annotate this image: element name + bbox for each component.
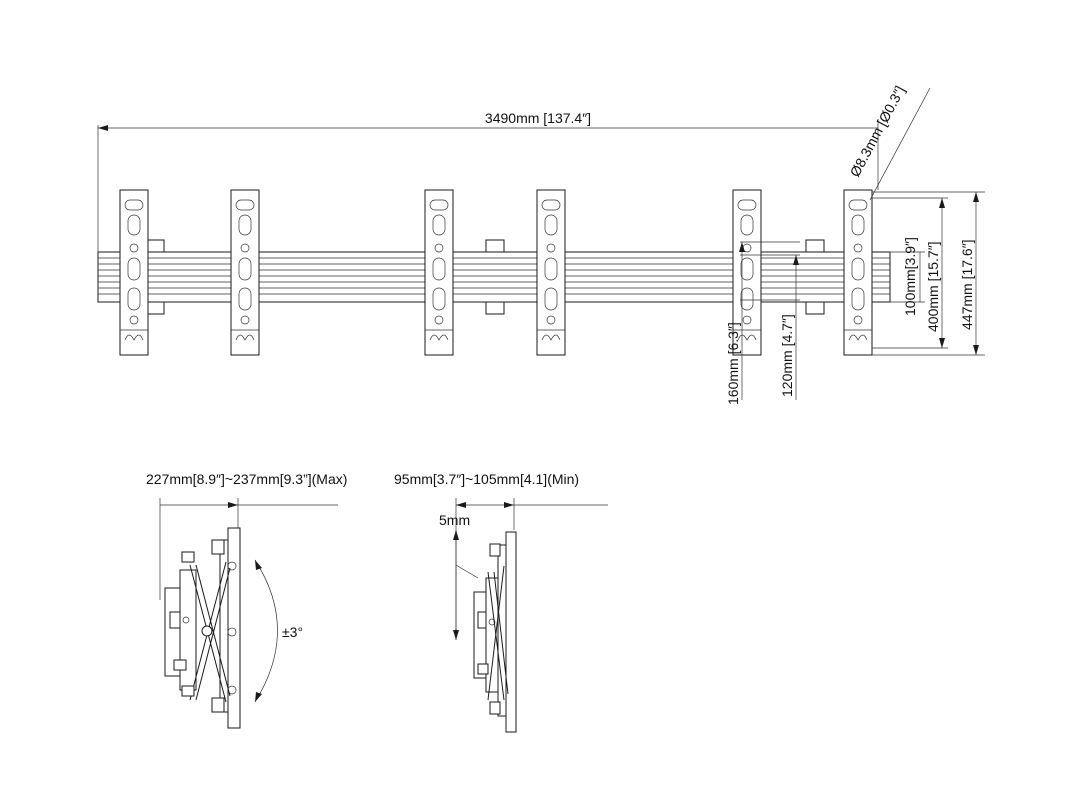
total-length-label: 3490mm [137.4″]: [485, 110, 591, 126]
depth-min-label: 95mm[3.7″]~105mm[4.1](Min): [394, 471, 579, 487]
rail-tabs: [145, 239, 825, 315]
side-view-min-extension: 95mm[3.7″]~105mm[4.1](Min) 5mm: [394, 471, 608, 733]
tilt-label: ±3°: [282, 624, 303, 640]
dimension-vertical-right: 100mm[3.9″] 400mm [15.7″] 447mm [17.6″]: [872, 191, 985, 356]
depth-max-label: 227mm[8.9″]~237mm[9.3”](Max): [146, 471, 347, 487]
vertical-bracket: [843, 189, 873, 356]
vertical-bracket: [424, 189, 454, 356]
dim-160-label: 160mm [6.3″]: [725, 322, 741, 405]
dimension-hole-diameter: Ø8.3mm [Ø0.3″]: [847, 83, 931, 201]
dim-447-label: 447mm [17.6″]: [959, 239, 975, 330]
vertical-bracket: [119, 189, 149, 356]
dim-120-label: 120mm [4.7″]: [779, 314, 795, 397]
vertical-bracket: [732, 189, 762, 356]
side-view-max-extension: 227mm[8.9″]~237mm[9.3”](Max) ±3: [146, 471, 347, 729]
rail-assembly-front-view: [97, 189, 891, 356]
hole-diameter-label: Ø8.3mm [Ø0.3″]: [847, 83, 908, 179]
vertical-bracket: [536, 189, 566, 356]
dim-400-label: 400mm [15.7″]: [925, 241, 941, 332]
dimension-total-length: 3490mm [137.4″]: [97, 110, 879, 252]
dimension-vertical-middle: 160mm [6.3″] 120mm [4.7″]: [725, 241, 800, 405]
horizontal-rails: [97, 251, 891, 303]
dim-100-label: 100mm[3.9″]: [902, 237, 918, 316]
gap-label: 5mm: [439, 512, 470, 528]
vertical-bracket: [230, 189, 260, 356]
